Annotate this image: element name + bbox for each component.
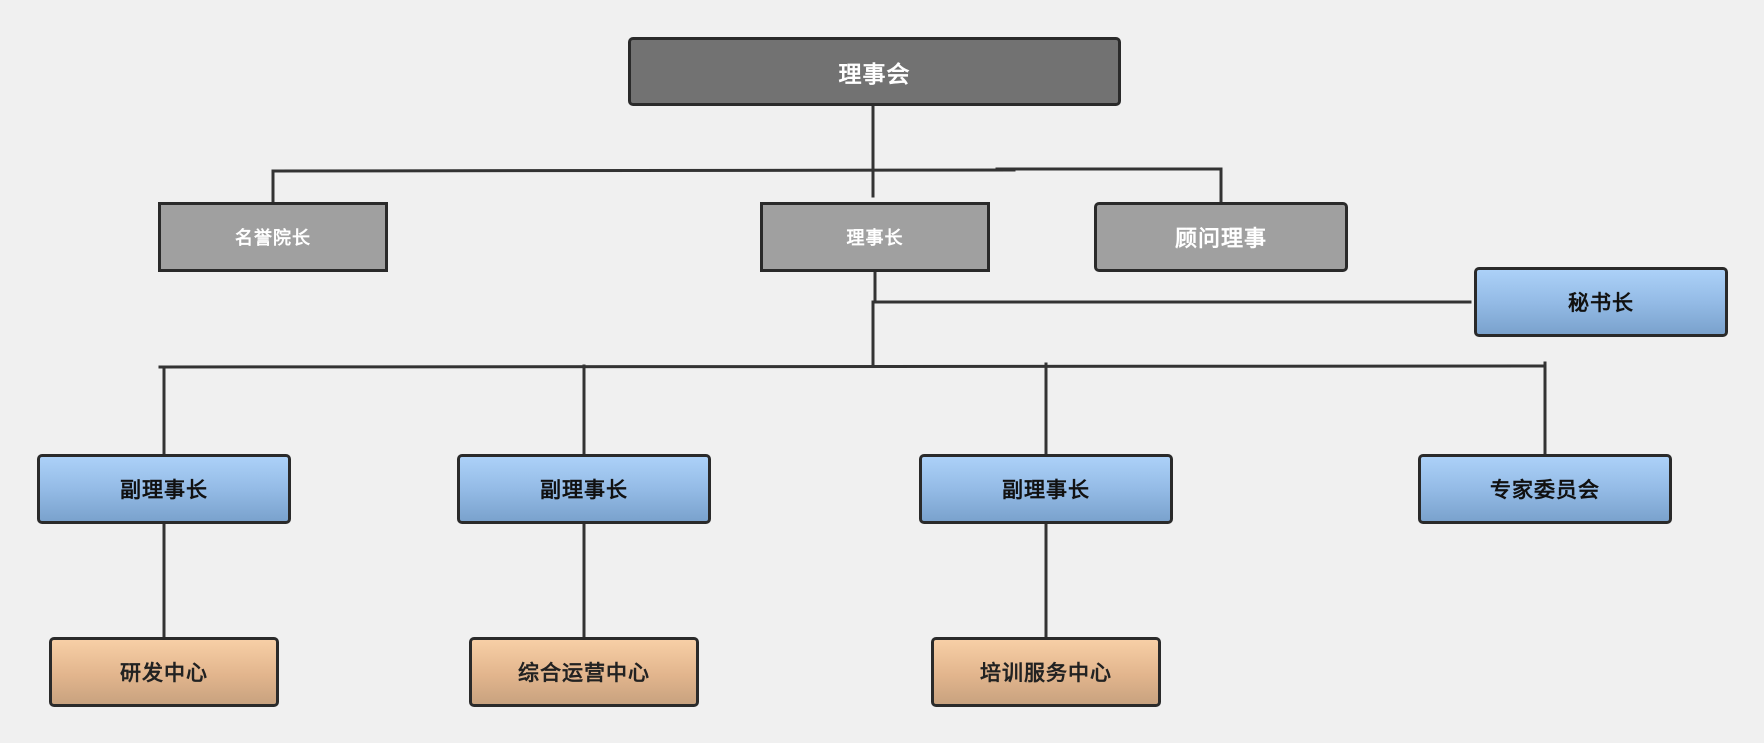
vice-chairman-label-2: 副理事长 <box>540 478 628 502</box>
connector-level1-left <box>271 168 1016 173</box>
honorary-president-node: 名誉院长 <box>158 202 388 272</box>
expert-committee-node: 专家委员会 <box>1418 454 1672 524</box>
advisory-director-label: 顾问理事 <box>1174 227 1267 252</box>
chairman-label: 理事长 <box>846 228 904 249</box>
expert-committee-label: 专家委员会 <box>1490 478 1600 502</box>
secretary-general-node: 秘书长 <box>1474 267 1728 337</box>
operations-center-label: 综合运营中心 <box>518 661 650 685</box>
rd-center-node: 研发中心 <box>49 637 279 707</box>
training-center-node: 培训服务中心 <box>931 637 1161 707</box>
connector-level2-bar <box>158 364 1547 369</box>
vice-chairman-node-3: 副理事长 <box>919 454 1173 524</box>
vice-chairman-node-2: 副理事长 <box>457 454 711 524</box>
rd-center-label: 研发中心 <box>120 661 208 685</box>
operations-center-node: 综合运营中心 <box>469 637 699 707</box>
advisory-director-node: 顾问理事 <box>1094 202 1348 272</box>
secretary-general-label: 秘书长 <box>1568 291 1634 315</box>
honorary-president-label: 名誉院长 <box>235 228 311 249</box>
chairman-node: 理事长 <box>760 202 990 272</box>
board-node: 理事会 <box>628 37 1121 106</box>
vice-chairman-label-1: 副理事长 <box>120 478 208 502</box>
training-center-label: 培训服务中心 <box>980 661 1112 685</box>
vice-chairman-node-1: 副理事长 <box>37 454 291 524</box>
vice-chairman-label-3: 副理事长 <box>1002 478 1090 502</box>
board-label: 理事会 <box>838 61 911 88</box>
